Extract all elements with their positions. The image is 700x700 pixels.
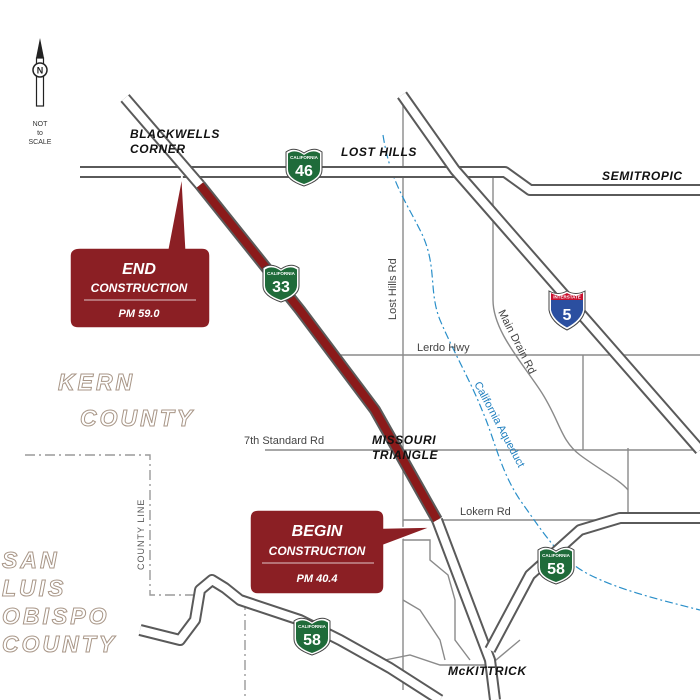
sr46-shield-number: 46: [295, 163, 313, 180]
sr58-east-shield: CALIFORNIA 58: [537, 546, 575, 585]
north-arrow-shaft: [35, 57, 45, 107]
slo-county-line2: LUIS: [2, 575, 66, 601]
lost-hills-label: LOST HILLS: [341, 145, 417, 159]
mckittrick-label: McKITTRICK: [448, 664, 527, 678]
begin-callout-title: BEGIN: [292, 523, 343, 540]
county-line: [25, 454, 205, 596]
highways: [80, 91, 700, 700]
begin-callout-box: [249, 509, 433, 595]
county-boundaries: [25, 454, 246, 700]
not-to-scale-line2: to: [37, 130, 43, 137]
slo-county-line1: SAN: [2, 547, 60, 573]
county-line-label: COUNTY LINE: [136, 499, 146, 570]
not-to-scale-line1: NOT: [33, 121, 49, 128]
construction-segment: [196, 182, 441, 522]
sr58-east-shield-number: 58: [547, 561, 565, 578]
sr58-west-road: [139, 576, 443, 700]
lost-hills-road-label: Lost Hills Rd: [387, 258, 399, 320]
sr33-north-road: [121, 95, 204, 188]
missouri-triangle-line2: TRIANGLE: [372, 448, 439, 462]
sr46-shield: CALIFORNIA 46: [285, 148, 323, 187]
blackwells-corner-line2: CORNER: [130, 142, 186, 156]
slo-county-line3: OBISPO: [2, 603, 109, 629]
north-arrow-circle: [32, 62, 48, 78]
california-aqueduct: [382, 134, 700, 611]
kern-county-line1: KERN: [58, 369, 135, 395]
sr58-west-shield-number: 58: [303, 632, 321, 649]
place-labels: BLACKWELLS CORNER LOST HILLS SEMITROPIC …: [130, 127, 683, 678]
i5-shield: INTERSTATE 5: [548, 290, 586, 331]
lokern-road-label: Lokern Rd: [460, 506, 511, 518]
end-callout-subtitle: CONSTRUCTION: [91, 281, 188, 295]
sr33-shield-face: [265, 267, 297, 300]
main-drain-road-label: Main Drain Rd: [495, 308, 538, 376]
minor-road-mckittrick-2: [402, 599, 446, 661]
north-arrow-tip: [36, 38, 44, 58]
minor-road-mckittrick-3: [384, 639, 521, 666]
sr33-shield-header: CALIFORNIA: [267, 271, 295, 276]
north-arrow-letter: N: [37, 66, 44, 76]
semitropic-label: SEMITROPIC: [602, 169, 683, 183]
not-to-scale-line3: SCALE: [29, 139, 52, 146]
sr58-west-shield-face: [296, 620, 328, 653]
county-labels: KERN COUNTY SAN LUIS OBISPO COUNTY COUNT…: [2, 369, 195, 658]
i5-road: [398, 92, 700, 453]
end-callout-box: [69, 174, 211, 329]
minor-road-mckittrick-1: [403, 539, 471, 661]
sr33-shield: CALIFORNIA 33: [262, 264, 300, 303]
north-arrow: N NOT to SCALE: [29, 38, 52, 146]
end-construction-callout: END CONSTRUCTION PM 59.0: [69, 174, 211, 329]
missouri-triangle-line1: MISSOURI: [372, 433, 436, 447]
begin-callout-postmile: PM 40.4: [297, 573, 338, 585]
sr58-west-shield-header: CALIFORNIA: [298, 624, 326, 629]
i5-shield-header: INTERSTATE: [553, 295, 581, 300]
slo-county-line4: COUNTY: [2, 631, 117, 657]
sr33-shield-number: 33: [272, 279, 290, 296]
sr46-shield-header: CALIFORNIA: [290, 155, 318, 160]
i5-shield-banner: [551, 293, 583, 300]
begin-construction-callout: BEGIN CONSTRUCTION PM 40.4: [249, 509, 433, 595]
i5-shield-number: 5: [563, 307, 572, 324]
blackwells-corner-line1: BLACKWELLS: [130, 127, 220, 141]
end-callout-postmile: PM 59.0: [119, 308, 161, 320]
sr58-east-road: [486, 514, 700, 652]
sr58-east-shield-header: CALIFORNIA: [542, 553, 570, 558]
sr58-west-shield: CALIFORNIA 58: [293, 617, 331, 656]
sr58-east-shield-face: [540, 549, 572, 582]
sr33-south-road: [433, 518, 499, 700]
minor-roads: [265, 95, 700, 690]
begin-callout-subtitle: CONSTRUCTION: [269, 544, 366, 558]
sr46-shield-face: [288, 151, 320, 184]
end-callout-title: END: [122, 261, 156, 278]
i5-shield-face: [551, 300, 583, 328]
main-drain-road: [492, 168, 629, 491]
kern-county-line2: COUNTY: [80, 405, 195, 431]
lerdo-highway-label: Lerdo Hwy: [417, 342, 470, 354]
seventh-standard-road-label: 7th Standard Rd: [244, 435, 324, 447]
